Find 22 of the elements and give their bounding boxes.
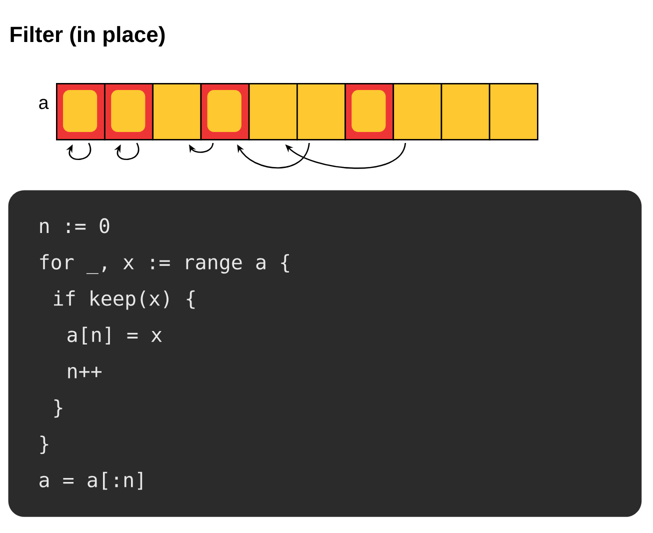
array-cell	[296, 83, 346, 140]
code-line: a[n] = x	[68, 326, 162, 345]
code-line: for _, x := range a {	[40, 254, 289, 274]
array-cell	[392, 83, 442, 140]
code-line: if keep(x) {	[54, 290, 195, 310]
array-cell	[488, 83, 538, 140]
highlight-square	[207, 90, 242, 132]
code-line: }	[40, 436, 48, 454]
arrow	[114, 142, 140, 160]
code-line: n++	[68, 366, 102, 378]
code-line: }	[54, 399, 62, 418]
highlight-square	[63, 90, 98, 132]
title: Filter (in place)	[10, 26, 165, 47]
highlight-square	[352, 90, 386, 132]
highlight-square	[111, 90, 146, 132]
code-line: n := 0	[40, 218, 110, 234]
array-cell	[440, 83, 490, 140]
arrow	[66, 142, 91, 160]
array-cell	[248, 83, 298, 140]
array-cell	[152, 83, 202, 140]
code-line: a = a[:n]	[40, 472, 142, 490]
arrow	[237, 142, 310, 168]
